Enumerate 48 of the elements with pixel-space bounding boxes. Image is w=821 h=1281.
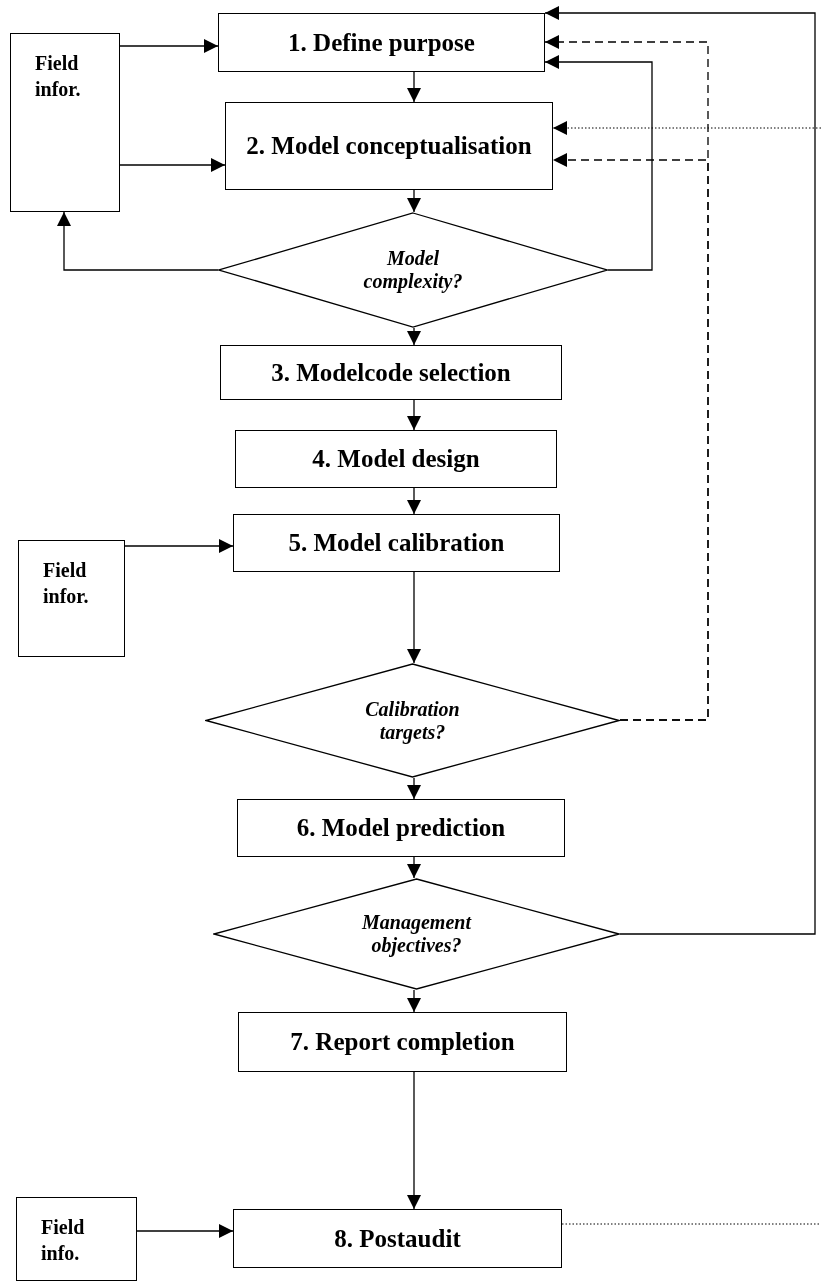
process-label: 2. Model conceptualisation xyxy=(246,131,532,161)
arrow xyxy=(407,487,421,515)
process-label: 7. Report completion xyxy=(290,1027,515,1057)
process-label: 4. Model design xyxy=(312,444,480,474)
input-label: Field infor. xyxy=(43,558,90,609)
arrow xyxy=(119,158,226,172)
process-label: 1. Define purpose xyxy=(288,27,475,58)
process-box xyxy=(218,13,545,72)
arrow xyxy=(119,39,219,53)
decision-diamond xyxy=(218,212,608,328)
process-box xyxy=(237,799,565,857)
input-box xyxy=(18,540,125,657)
process-box xyxy=(233,514,560,572)
dashed-arrow xyxy=(552,153,709,721)
process-box xyxy=(238,1012,567,1072)
decision-label: Calibration targets? xyxy=(364,697,461,744)
decision-diamond xyxy=(213,878,620,990)
arrow xyxy=(124,539,234,553)
input-label: Field info. xyxy=(41,1215,86,1266)
arrow xyxy=(407,189,421,213)
arrow xyxy=(57,211,219,271)
dotted-line xyxy=(552,121,821,135)
arrow xyxy=(407,856,421,879)
process-label: 8. Postaudit xyxy=(334,1223,461,1254)
arrow xyxy=(407,399,421,431)
arrow xyxy=(407,1071,421,1210)
process-box xyxy=(235,430,557,488)
arrow xyxy=(407,71,421,103)
process-label: 3. Modelcode selection xyxy=(271,357,511,388)
process-box xyxy=(225,102,553,190)
decision-label: Management objectives? xyxy=(361,911,473,957)
arrow xyxy=(544,55,653,271)
arrow xyxy=(407,989,421,1013)
process-box xyxy=(220,345,562,400)
arrow xyxy=(407,777,421,800)
arrow xyxy=(407,327,421,346)
decision-diamond xyxy=(205,663,620,778)
input-box xyxy=(10,33,120,212)
dotted-line xyxy=(561,1223,821,1225)
decision-label: Model complexity? xyxy=(362,247,464,293)
process-label: 6. Model prediction xyxy=(296,813,506,843)
process-label: 5. Model calibration xyxy=(288,528,505,558)
arrow xyxy=(544,6,816,935)
arrow xyxy=(407,571,421,664)
input-box xyxy=(16,1197,137,1281)
arrow xyxy=(136,1224,234,1238)
input-label: Field infor. xyxy=(35,51,82,102)
process-box xyxy=(233,1209,562,1268)
